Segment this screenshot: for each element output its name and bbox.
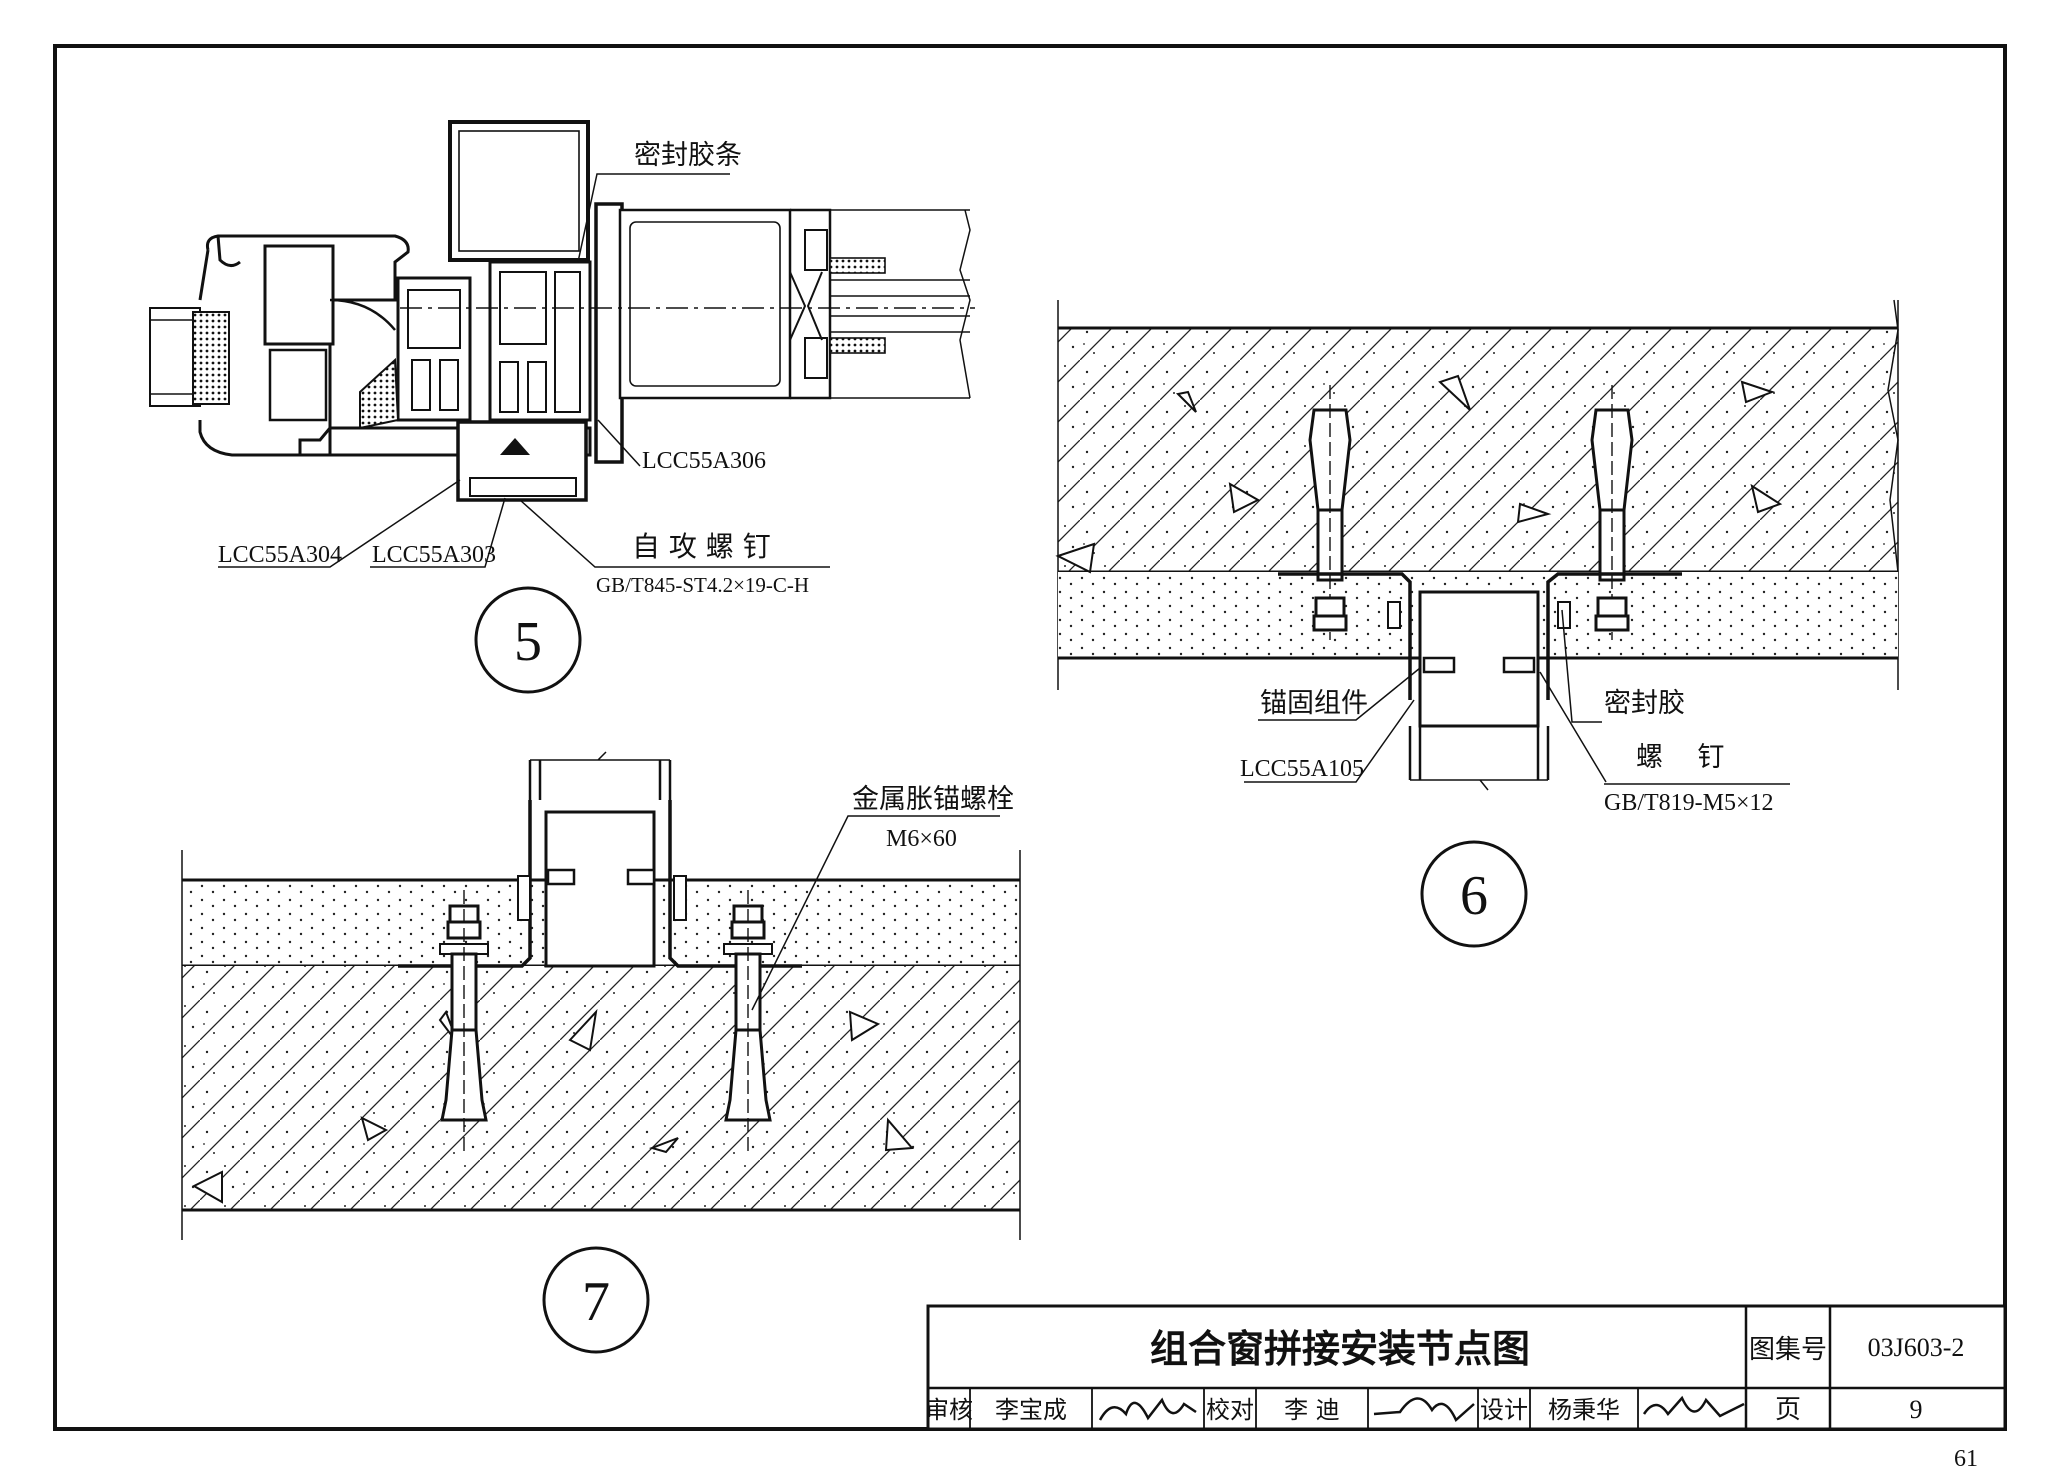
label-part-105: LCC55A105	[1240, 756, 1364, 782]
anchor-bolt-6-left	[1308, 385, 1352, 640]
detail-7-marker: 7	[542, 1246, 650, 1354]
page-number: 9	[1910, 1395, 1923, 1424]
profile-chamber-2	[268, 348, 328, 422]
svg-text:6: 6	[1460, 865, 1488, 927]
detail-5-section	[149, 120, 975, 568]
detail-6-section	[1055, 299, 1899, 791]
review-label: 审核	[925, 1396, 973, 1424]
label-expansion-bolt: 金属胀锚螺栓	[852, 784, 1014, 815]
check-label: 校对	[1206, 1396, 1254, 1424]
atlas-label: 图集号	[1749, 1335, 1827, 1365]
mullion-306	[594, 202, 624, 464]
profile-left-outline	[198, 234, 410, 457]
atlas-number: 03J603-2	[1868, 1333, 1965, 1362]
reviewer-signature	[1098, 1397, 1197, 1421]
designer-signature	[1642, 1395, 1745, 1418]
concrete-slab-7	[182, 966, 1020, 1210]
designer-name: 杨秉华	[1548, 1396, 1620, 1424]
reviewer-name: 李宝成	[995, 1396, 1067, 1424]
label-seal-strip: 密封胶条	[634, 140, 742, 171]
label-screw-6: 螺 钉	[1636, 742, 1724, 773]
expansion-bolt-7-left	[439, 890, 489, 1152]
checker-signature	[1373, 1397, 1475, 1423]
drawing-title: 组合窗拼接安装节点图	[1150, 1327, 1530, 1371]
svg-text:7: 7	[582, 1271, 610, 1333]
label-sealant: 密封胶	[1604, 688, 1685, 719]
top-box	[448, 120, 590, 262]
label-part-304: LCC55A304	[218, 542, 342, 568]
sheet-page-number: 61	[1954, 1446, 1978, 1472]
label-part-306: LCC55A306	[642, 448, 766, 474]
frame-profile-b	[488, 260, 592, 422]
sheet-border	[53, 44, 2007, 1431]
label-bolt-spec: M6×60	[886, 826, 957, 852]
svg-text:5: 5	[514, 611, 542, 673]
mullion-7	[544, 810, 656, 968]
concrete-slab-6	[1058, 328, 1898, 572]
connector-303	[456, 420, 588, 502]
glass-pane-left	[149, 307, 201, 407]
label-part-303: LCC55A303	[372, 542, 496, 568]
label-self-tapping-screw: 自 攻 螺 钉	[632, 530, 771, 563]
label-screw-spec-6: GB/T819-M5×12	[1604, 790, 1774, 816]
detail-6-marker: 6	[1420, 840, 1528, 948]
adjacent-frame	[618, 208, 792, 400]
label-screw-spec-5: GB/T845-ST4.2×19-C-H	[596, 573, 809, 597]
design-label: 设计	[1480, 1396, 1528, 1424]
label-anchor-assembly: 锚固组件	[1260, 688, 1368, 719]
anchor-bolt-6-right	[1590, 385, 1634, 640]
detail-7-section	[181, 751, 1021, 1240]
seal-wedge	[359, 357, 400, 430]
profile-chamber-1	[263, 244, 335, 346]
glazing-gasket	[192, 311, 230, 405]
title-block	[926, 1304, 2007, 1431]
page-label: 页	[1775, 1395, 1801, 1425]
detail-5-marker: 5	[474, 586, 582, 694]
expansion-bolt-7-right	[723, 890, 773, 1152]
checker-name: 李 迪	[1284, 1396, 1340, 1424]
